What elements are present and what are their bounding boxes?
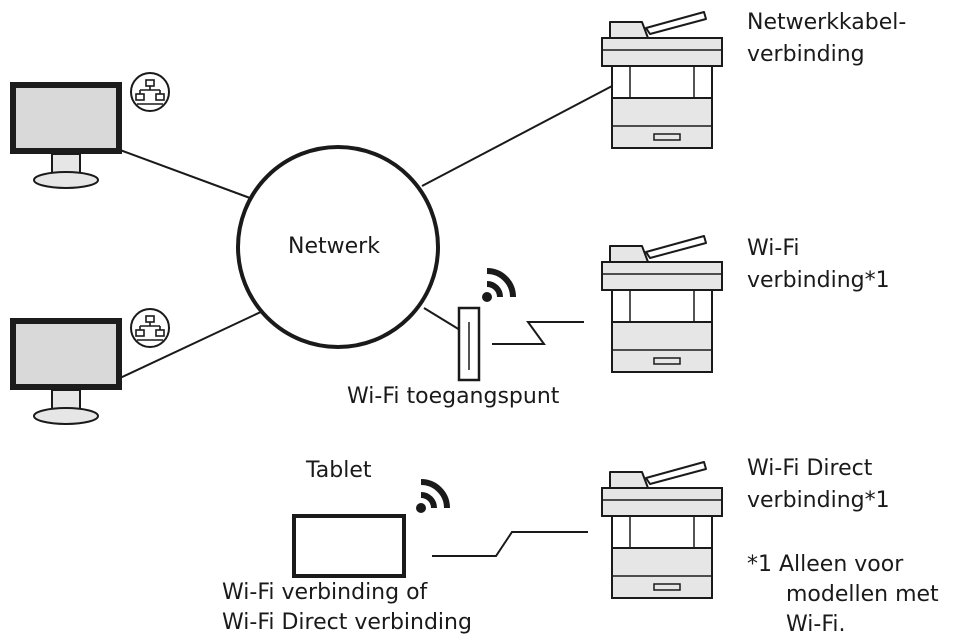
access-point-label: Wi-Fi toegangspunt [347, 384, 560, 409]
network-label: Netwerk [288, 234, 380, 259]
network-lan-icon [130, 308, 170, 348]
network-lan-icon [130, 72, 170, 112]
multifunction-printer-icon [601, 235, 723, 373]
footnote-line3: Wi-Fi. [786, 612, 846, 637]
printer2-label-line1: Wi-Fi [747, 236, 800, 261]
network-to-ap-line [423, 307, 461, 331]
printer1-label-line1: Netwerkkabel- [747, 10, 907, 35]
footnote-line2: modellen met [786, 582, 939, 607]
tablet-title: Tablet [306, 458, 372, 483]
wifi-signal-icon [416, 482, 447, 513]
desktop-monitor-icon [9, 81, 123, 189]
tablet-to-printer3-wireless-line [432, 531, 588, 557]
printer3-label-line1: Wi-Fi Direct [747, 456, 873, 481]
tablet-caption-line1: Wi-Fi verbinding of [222, 580, 428, 605]
printer1-label-line2: verbinding [747, 42, 865, 67]
network-to-printer1-line [421, 84, 615, 187]
footnote-line1: *1 Alleen voor [747, 552, 904, 577]
network-circle [236, 145, 440, 349]
printer2-label-line2: verbinding*1 [747, 268, 890, 293]
tablet-icon [292, 514, 406, 578]
pc2-to-network-line [119, 309, 266, 379]
pc1-to-network-line [119, 149, 251, 199]
desktop-monitor-icon [9, 317, 123, 425]
ap-to-printer2-wireless-line [492, 321, 584, 345]
multifunction-printer-icon [601, 461, 723, 599]
printer3-label-line2: verbinding*1 [747, 488, 890, 513]
wifi-signal-icon [482, 271, 513, 302]
multifunction-printer-icon [601, 11, 723, 149]
tablet-caption-line2: Wi-Fi Direct verbinding [222, 610, 472, 635]
